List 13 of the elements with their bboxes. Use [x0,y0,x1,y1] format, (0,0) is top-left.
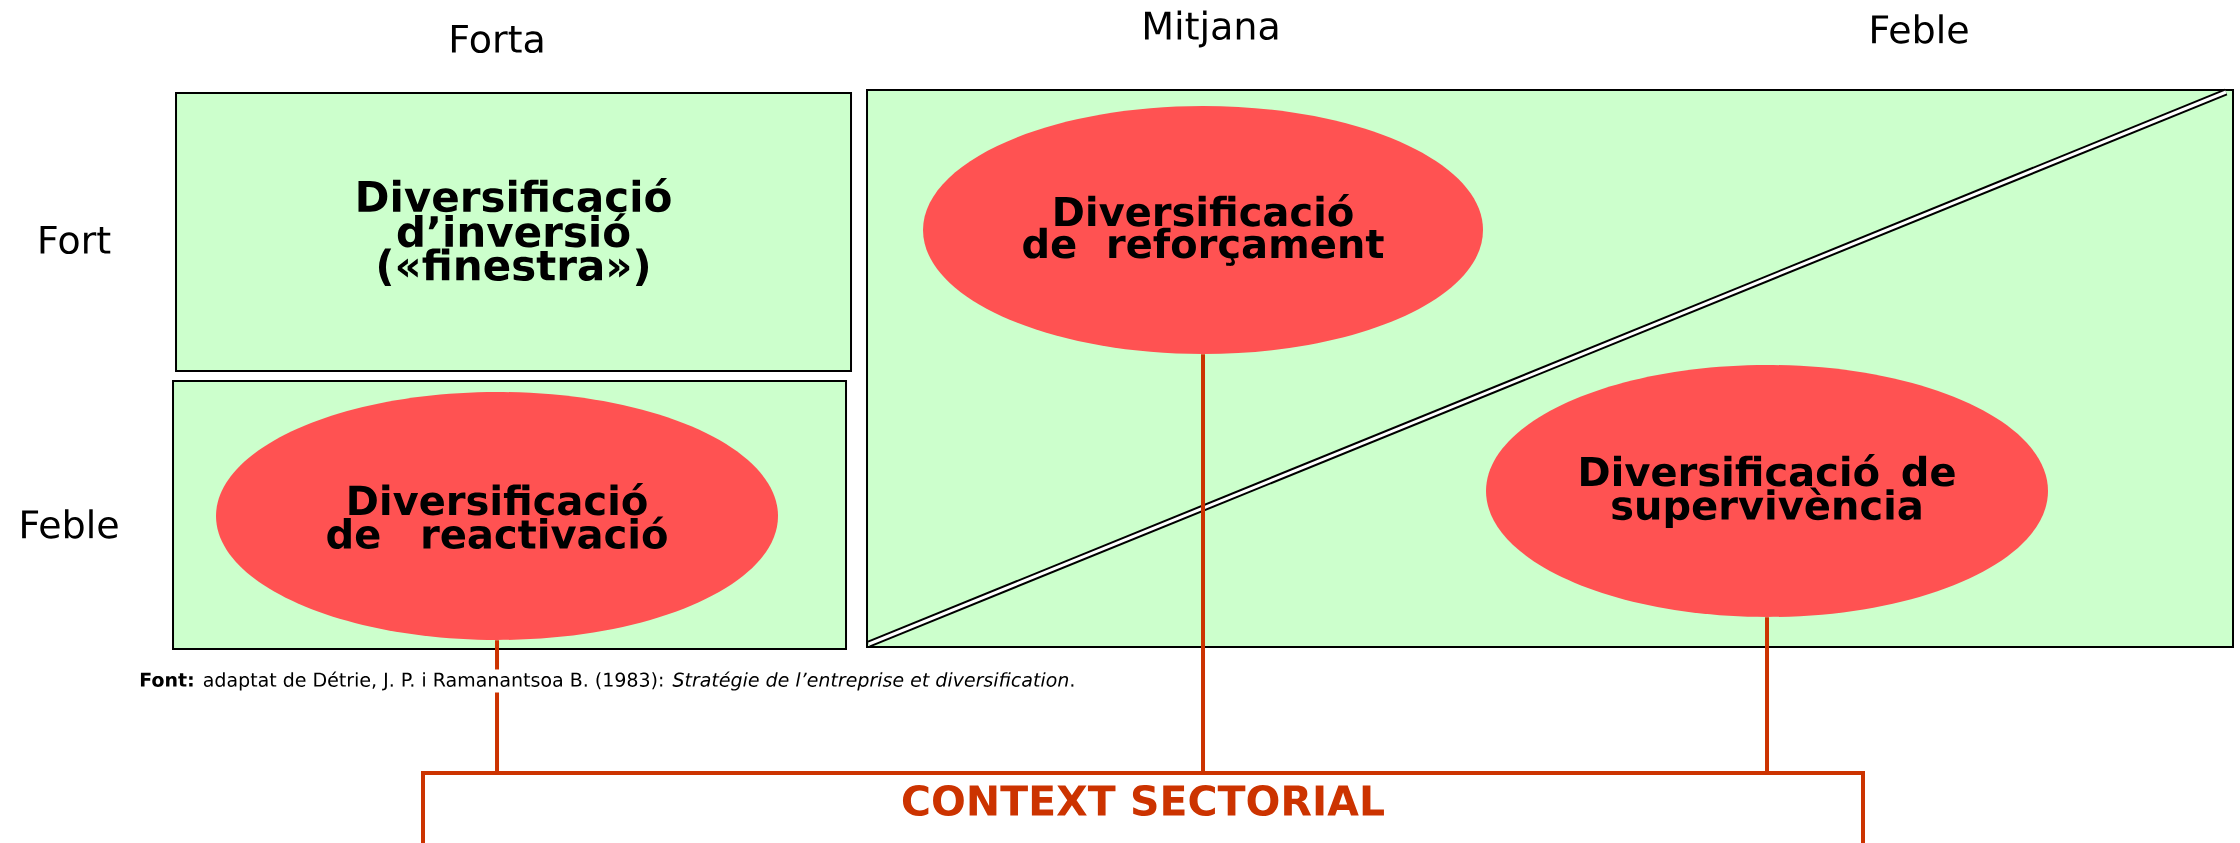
source-note: Font: adaptat de Détrie, J. P. i Ramanantsoa B. (1983): Stratégie de l’entreprise et diversification. [137,669,1078,693]
quadrant-box: Diversificació d’inversió («finestra») [175,92,852,372]
connector-line [1201,354,1205,771]
axis-label: Fort [40,225,111,255]
axis-label: Feble [1872,14,1968,44]
axis-label: Mitjana [1145,10,1278,48]
oval: Diversificació de reactivació [216,392,778,640]
axis-label: Forta [451,24,543,54]
oval: Diversificació de supervivència [1486,365,2048,617]
connector-line [1765,617,1769,771]
context-box: CONTEXT SECTORIAL [421,771,1865,843]
axis-label: Feble [22,509,118,539]
oval: Diversificació de reforçament [923,106,1483,354]
